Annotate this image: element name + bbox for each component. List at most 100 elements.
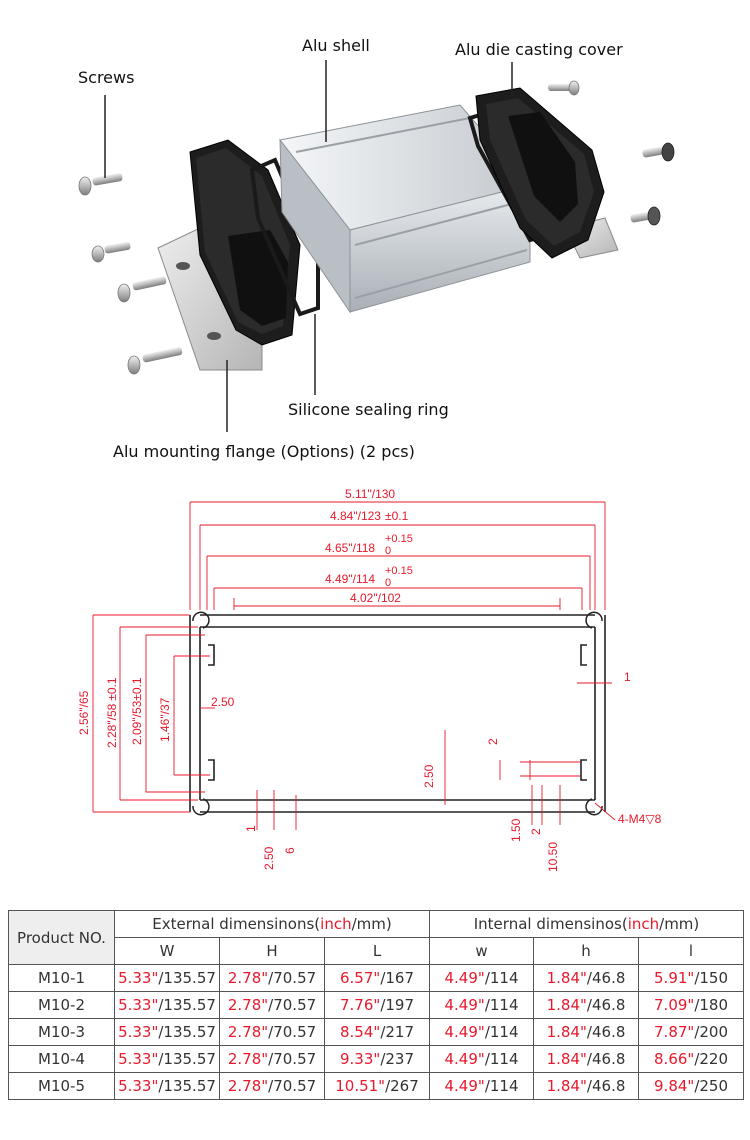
dimension-cell: 1.84"/46.8 bbox=[533, 991, 639, 1019]
exploded-view bbox=[78, 60, 675, 432]
inch-value: 9.84" bbox=[654, 1077, 695, 1095]
dimension-cell: 9.33"/237 bbox=[324, 1045, 430, 1073]
callout-alu-shell: Alu shell bbox=[302, 36, 370, 55]
dimension-lines bbox=[92, 501, 616, 830]
dim-width-118-tol-low: 0 bbox=[385, 545, 391, 557]
inch-value: 4.49" bbox=[444, 1050, 485, 1068]
mm-value: /70.57 bbox=[268, 1050, 317, 1068]
screw-icon bbox=[630, 206, 661, 226]
mm-value: /197 bbox=[380, 996, 414, 1014]
dim-right-two: 2 bbox=[486, 738, 500, 745]
callout-screws: Screws bbox=[78, 68, 135, 87]
screw-icon bbox=[127, 347, 183, 375]
inch-value: 5.33" bbox=[118, 1077, 159, 1095]
left-sealing-ring bbox=[249, 157, 320, 317]
mm-value: /70.57 bbox=[268, 1077, 317, 1095]
dimension-cell: 7.76"/197 bbox=[324, 991, 430, 1019]
inch-value: 4.49" bbox=[444, 996, 485, 1014]
dim-wall-left: 2.50 bbox=[211, 695, 235, 709]
dim-right-one: 1 bbox=[624, 670, 631, 684]
inch-value: 2.78" bbox=[227, 969, 269, 987]
mm-value: /114 bbox=[484, 969, 519, 987]
col-header-w: w bbox=[429, 937, 534, 965]
inch-value: 5.33" bbox=[118, 996, 159, 1014]
spec-table: Product NO. External dimensinons(inch/mm… bbox=[8, 910, 745, 1100]
mm-value: /135.57 bbox=[158, 1077, 216, 1095]
screw-icon bbox=[91, 241, 131, 263]
dim-height-65: 2.56"/65 bbox=[77, 690, 91, 735]
mm-value: /220 bbox=[694, 1050, 729, 1068]
product-name-cell: M10-2 bbox=[8, 991, 115, 1019]
spec-table-wrap: Product NO. External dimensinons(inch/mm… bbox=[8, 910, 745, 1100]
dimension-cell: 5.33"/135.57 bbox=[114, 1018, 220, 1046]
dimension-cell: 5.33"/135.57 bbox=[114, 991, 220, 1019]
mm-value: /180 bbox=[694, 996, 729, 1014]
dimension-cell: 2.78"/70.57 bbox=[219, 991, 325, 1019]
dim-width-114: 4.49"/114 bbox=[325, 572, 375, 586]
mm-value: /250 bbox=[694, 1077, 729, 1095]
dimension-cell: 4.49"/114 bbox=[429, 964, 534, 992]
inch-value: 4.49" bbox=[444, 1023, 485, 1041]
mm-value: /167 bbox=[380, 969, 414, 987]
inch-value: 2.78" bbox=[227, 1023, 269, 1041]
inch-value: 5.33" bbox=[118, 1023, 159, 1041]
inch-value: 7.87" bbox=[654, 1023, 695, 1041]
mm-value: /114 bbox=[484, 996, 519, 1014]
dimension-cell: 2.78"/70.57 bbox=[219, 1018, 325, 1046]
inch-value: 7.76" bbox=[340, 996, 381, 1014]
mm-value: /70.57 bbox=[268, 996, 317, 1014]
inch-value: 10.51" bbox=[335, 1077, 386, 1095]
mm-value: /150 bbox=[694, 969, 729, 987]
mm-value: /114 bbox=[484, 1050, 519, 1068]
header-internal-label: Internal dimensinos( bbox=[473, 915, 628, 933]
dimension-cell: 8.54"/217 bbox=[324, 1018, 430, 1046]
dim-height-37: 1.46"/37 bbox=[158, 697, 172, 742]
dimension-cell: 2.78"/70.57 bbox=[219, 964, 325, 992]
dim-width-114-tol-low: 0 bbox=[385, 577, 391, 589]
header-internal: Internal dimensinos(inch/mm) bbox=[428, 910, 745, 938]
callout-die-cast-cover: Alu die casting cover bbox=[455, 40, 623, 59]
dim-bottom-150: 1.50 bbox=[509, 818, 523, 842]
dimension-cell: 1.84"/46.8 bbox=[533, 1072, 639, 1100]
mm-value: /135.57 bbox=[158, 969, 216, 987]
dimension-cell: 5.33"/135.57 bbox=[114, 1072, 220, 1100]
dimension-cell: 7.09"/180 bbox=[637, 991, 745, 1019]
corner-screw-bosses bbox=[192, 611, 603, 816]
dimension-cell: 4.49"/114 bbox=[429, 1045, 534, 1073]
inch-value: 9.33" bbox=[340, 1050, 381, 1068]
dim-width-outer: 5.11"/130 bbox=[345, 487, 395, 501]
dim-bottom-250: 2.50 bbox=[262, 846, 276, 870]
header-internal-mm: /mm) bbox=[659, 915, 700, 933]
mm-value: /217 bbox=[380, 1023, 414, 1041]
mm-value: /135.57 bbox=[158, 1050, 216, 1068]
dimension-cell: 5.33"/135.57 bbox=[114, 1045, 220, 1073]
inch-value: 2.78" bbox=[227, 996, 269, 1014]
dim-width-123: 4.84"/123±0.1 bbox=[330, 509, 409, 523]
dimension-cell: 5.91"/150 bbox=[637, 964, 745, 992]
dimension-cell: 5.33"/135.57 bbox=[114, 964, 220, 992]
product-name-cell: M10-3 bbox=[8, 1018, 115, 1046]
product-name-cell: M10-4 bbox=[8, 1045, 115, 1073]
mm-value: /135.57 bbox=[158, 996, 216, 1014]
inch-value: 1.84" bbox=[546, 1023, 587, 1041]
dim-height-53: 2.09"/53±0.1 bbox=[130, 677, 144, 745]
inch-value: 2.78" bbox=[227, 1050, 269, 1068]
dimension-cell: 1.84"/46.8 bbox=[533, 1018, 639, 1046]
header-product-no: Product NO. bbox=[8, 910, 115, 965]
dimension-cell: 7.87"/200 bbox=[637, 1018, 745, 1046]
inch-value: 1.84" bbox=[546, 996, 587, 1014]
col-header-H: H bbox=[219, 937, 325, 965]
inch-value: 5.33" bbox=[118, 969, 159, 987]
callout-sealing-ring: Silicone sealing ring bbox=[288, 400, 449, 419]
dim-width-118: 4.65"/118 bbox=[325, 541, 375, 555]
mm-value: /267 bbox=[385, 1077, 419, 1095]
screw-icon bbox=[642, 142, 675, 162]
col-header-h: h bbox=[533, 937, 639, 965]
mm-value: /70.57 bbox=[268, 1023, 317, 1041]
inch-value: 4.49" bbox=[444, 969, 485, 987]
mm-value: /46.8 bbox=[586, 969, 626, 987]
